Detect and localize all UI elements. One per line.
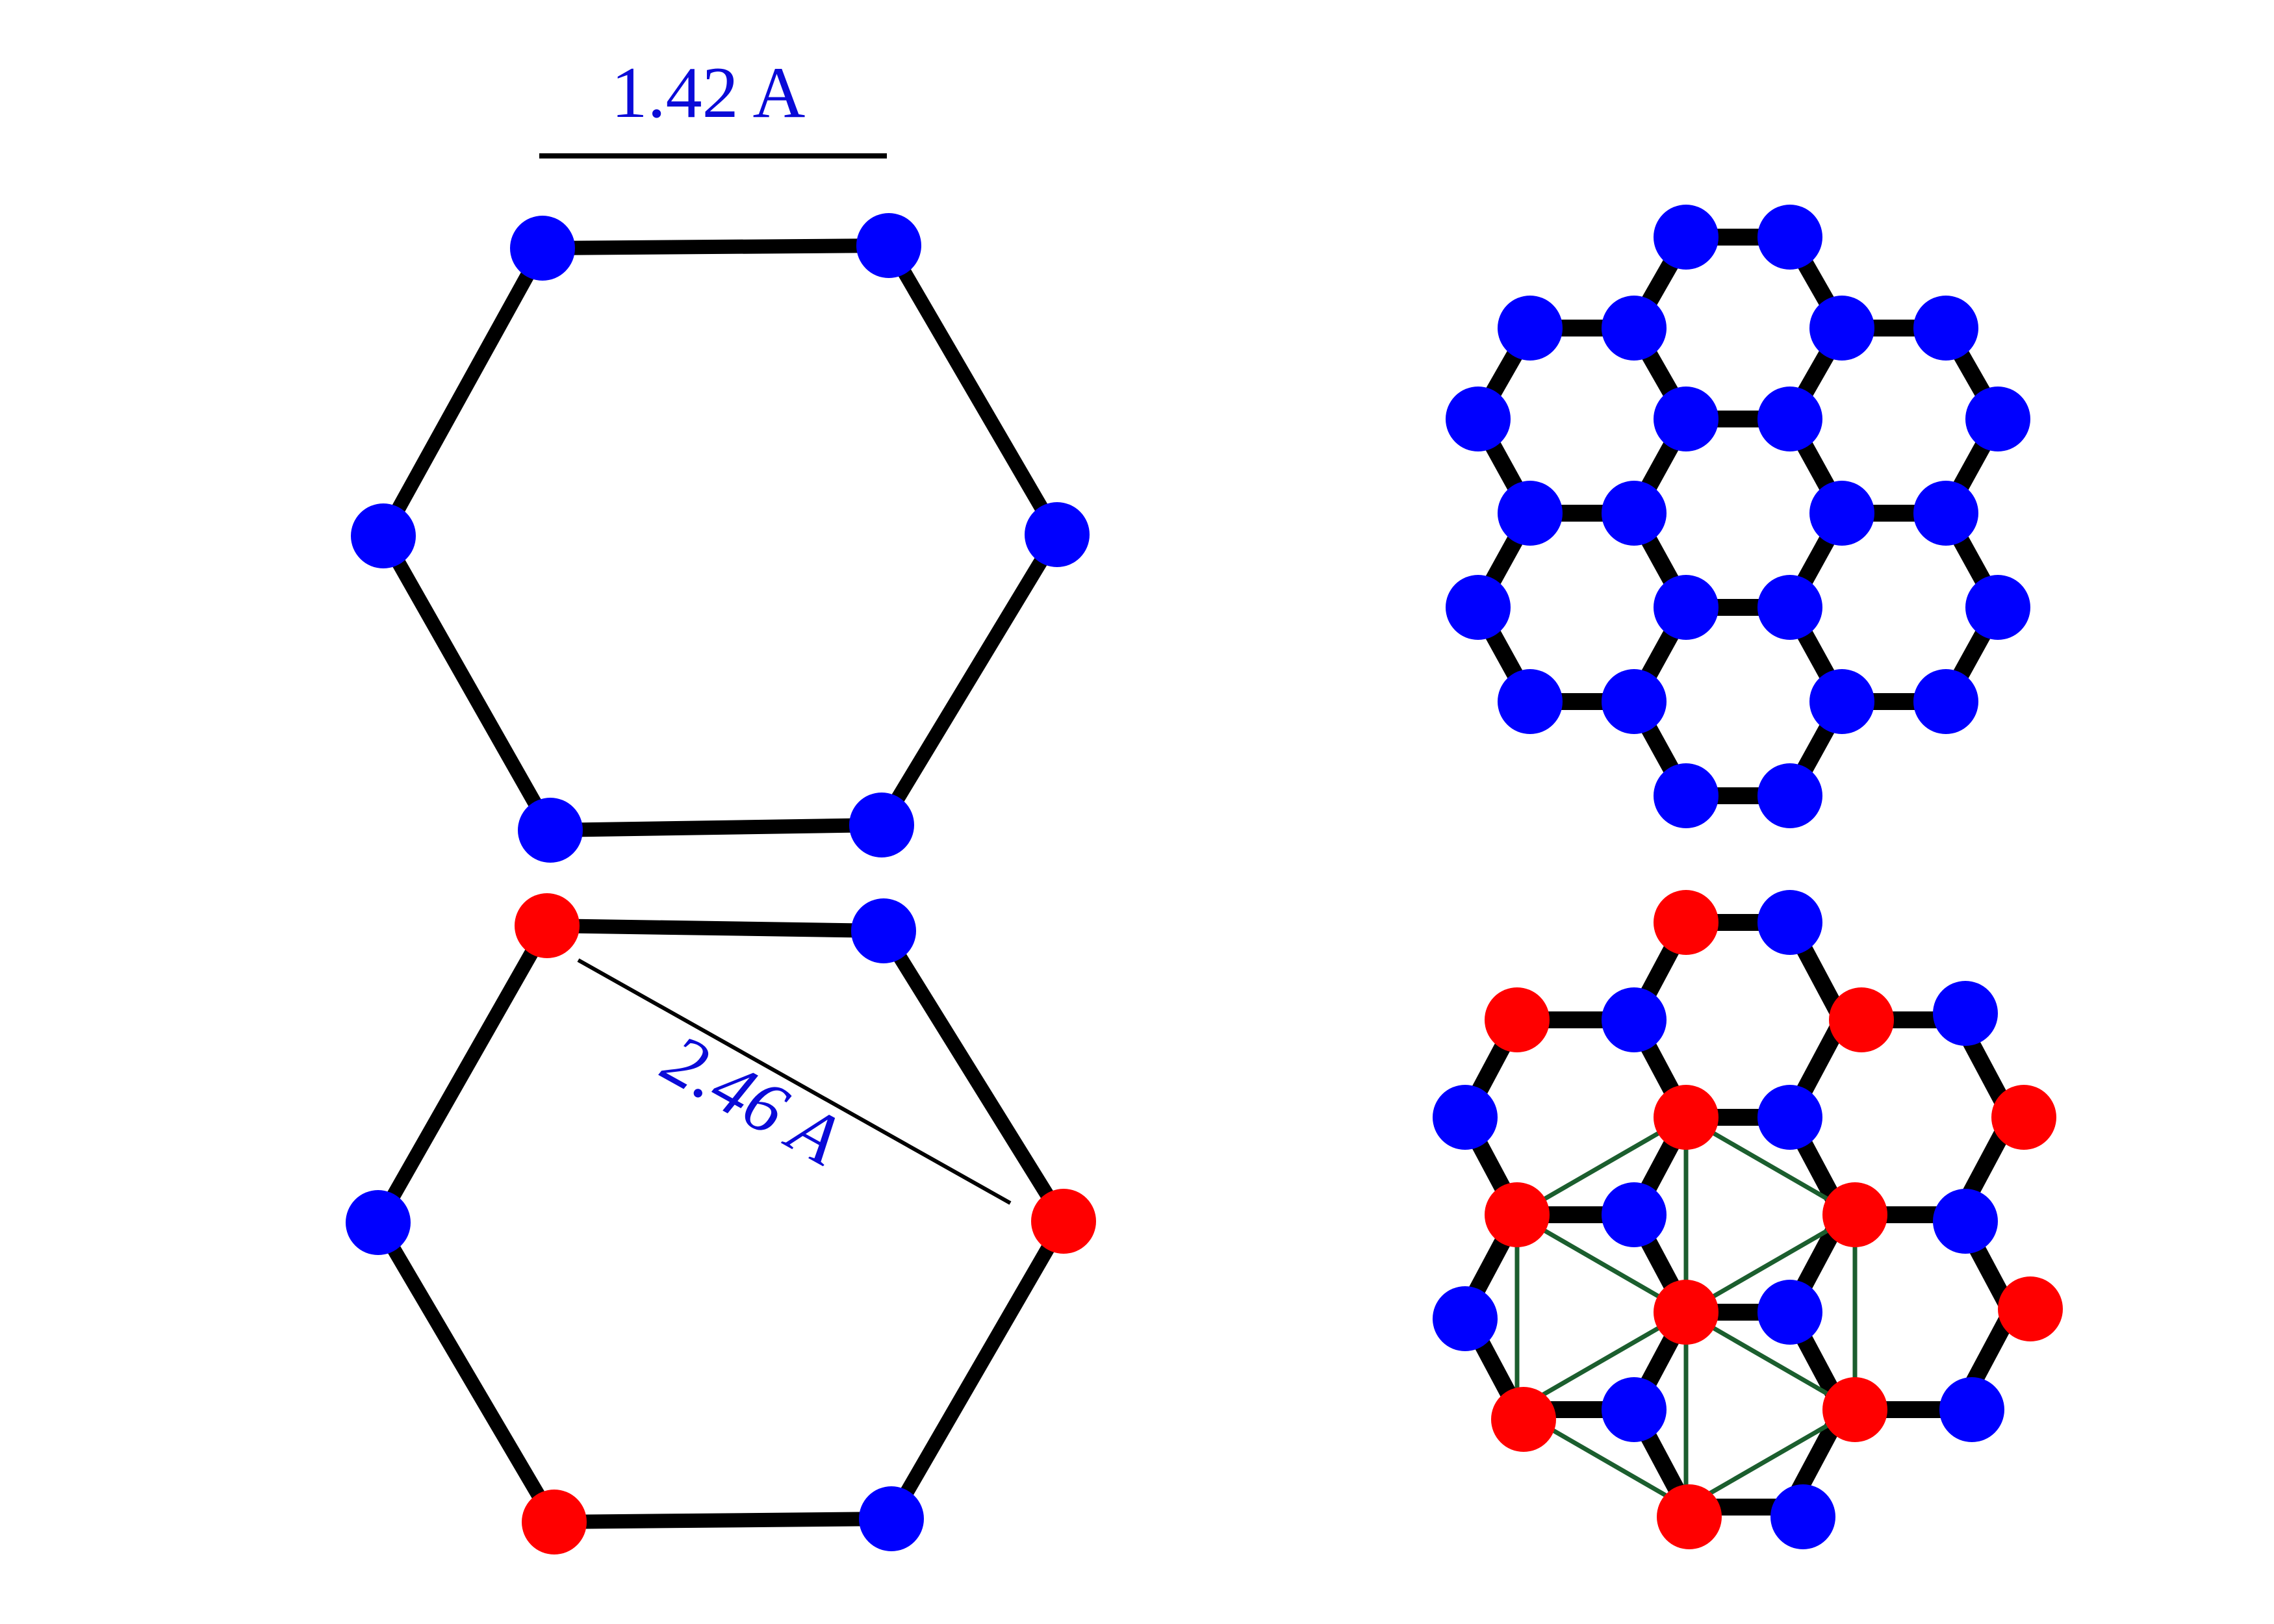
atom bbox=[1809, 669, 1874, 734]
atom-blue bbox=[1757, 1085, 1822, 1150]
atom bbox=[1654, 575, 1718, 640]
atom bbox=[1654, 387, 1718, 451]
atom bbox=[1025, 502, 1090, 567]
atom-blue bbox=[1433, 1085, 1498, 1150]
atom bbox=[1757, 575, 1822, 640]
atom bbox=[1965, 387, 2030, 451]
hexagon-bonds bbox=[371, 919, 1071, 1529]
atom-blue bbox=[851, 898, 916, 963]
atom bbox=[1446, 387, 1511, 451]
hexagon-atoms bbox=[351, 213, 1090, 863]
atom-blue bbox=[859, 1486, 924, 1551]
panel-graphene-flake-blue bbox=[1446, 205, 2030, 828]
atom-red bbox=[1485, 987, 1550, 1052]
atom-red bbox=[1829, 987, 1894, 1052]
atom-red bbox=[1654, 890, 1718, 955]
atom-red bbox=[522, 1490, 587, 1554]
atom-red bbox=[1822, 1182, 1887, 1247]
atom-blue bbox=[1433, 1286, 1498, 1351]
atom-red bbox=[1031, 1189, 1096, 1254]
atom bbox=[1602, 296, 1667, 361]
atom-blue bbox=[1602, 1182, 1667, 1247]
atom bbox=[1913, 669, 1978, 734]
atom-red bbox=[1657, 1484, 1722, 1549]
atom-blue bbox=[1933, 1189, 1998, 1254]
atom-blue bbox=[1757, 890, 1822, 955]
atom bbox=[1602, 481, 1667, 546]
atom bbox=[1965, 575, 2030, 640]
atom-blue bbox=[346, 1190, 411, 1255]
atom bbox=[1654, 205, 1718, 270]
atom bbox=[510, 216, 575, 281]
panel-single-hexagon-two-sublattices: 2.46 A bbox=[346, 893, 1096, 1554]
atom bbox=[1757, 205, 1822, 270]
flake-atoms bbox=[1446, 205, 2030, 828]
atom-red bbox=[1491, 1387, 1556, 1452]
atom-blue bbox=[1757, 1280, 1822, 1345]
atom-red bbox=[1998, 1276, 2063, 1341]
atom bbox=[1498, 296, 1563, 361]
hexagon-bonds bbox=[376, 238, 1064, 837]
atom bbox=[1809, 481, 1874, 546]
lattice-constant-label: 2.46 A bbox=[650, 1019, 855, 1181]
atom bbox=[1498, 481, 1563, 546]
atom-red bbox=[1654, 1280, 1718, 1345]
atom-red bbox=[1822, 1377, 1887, 1442]
atom-blue bbox=[1602, 1377, 1667, 1442]
atom-blue bbox=[1770, 1484, 1835, 1549]
lattice-constant-line bbox=[577, 958, 1012, 1205]
atom-red bbox=[1991, 1085, 2056, 1150]
atom bbox=[1757, 763, 1822, 828]
flake-atoms bbox=[1433, 890, 2063, 1549]
atom bbox=[856, 213, 921, 278]
panel-single-hexagon-blue: 1.42 A bbox=[351, 53, 1090, 863]
atom-blue bbox=[1933, 981, 1998, 1046]
atom bbox=[518, 798, 583, 863]
atom bbox=[1498, 669, 1563, 734]
atom bbox=[1913, 296, 1978, 361]
atom bbox=[1654, 763, 1718, 828]
atom-red bbox=[515, 893, 580, 958]
atom bbox=[1809, 296, 1874, 361]
atom-blue bbox=[1602, 987, 1667, 1052]
atom bbox=[1913, 481, 1978, 546]
atom-blue bbox=[1939, 1377, 2004, 1442]
panel-graphene-flake-two-sublattices bbox=[1433, 890, 2063, 1549]
atom bbox=[1602, 669, 1667, 734]
atom bbox=[1446, 575, 1511, 640]
bond-length-label: 1.42 A bbox=[611, 53, 806, 133]
hexagon-atoms bbox=[346, 893, 1096, 1554]
atom bbox=[849, 793, 914, 857]
atom bbox=[1757, 387, 1822, 451]
atom-red bbox=[1654, 1085, 1718, 1150]
atom bbox=[351, 503, 416, 568]
atom-red bbox=[1485, 1182, 1550, 1247]
